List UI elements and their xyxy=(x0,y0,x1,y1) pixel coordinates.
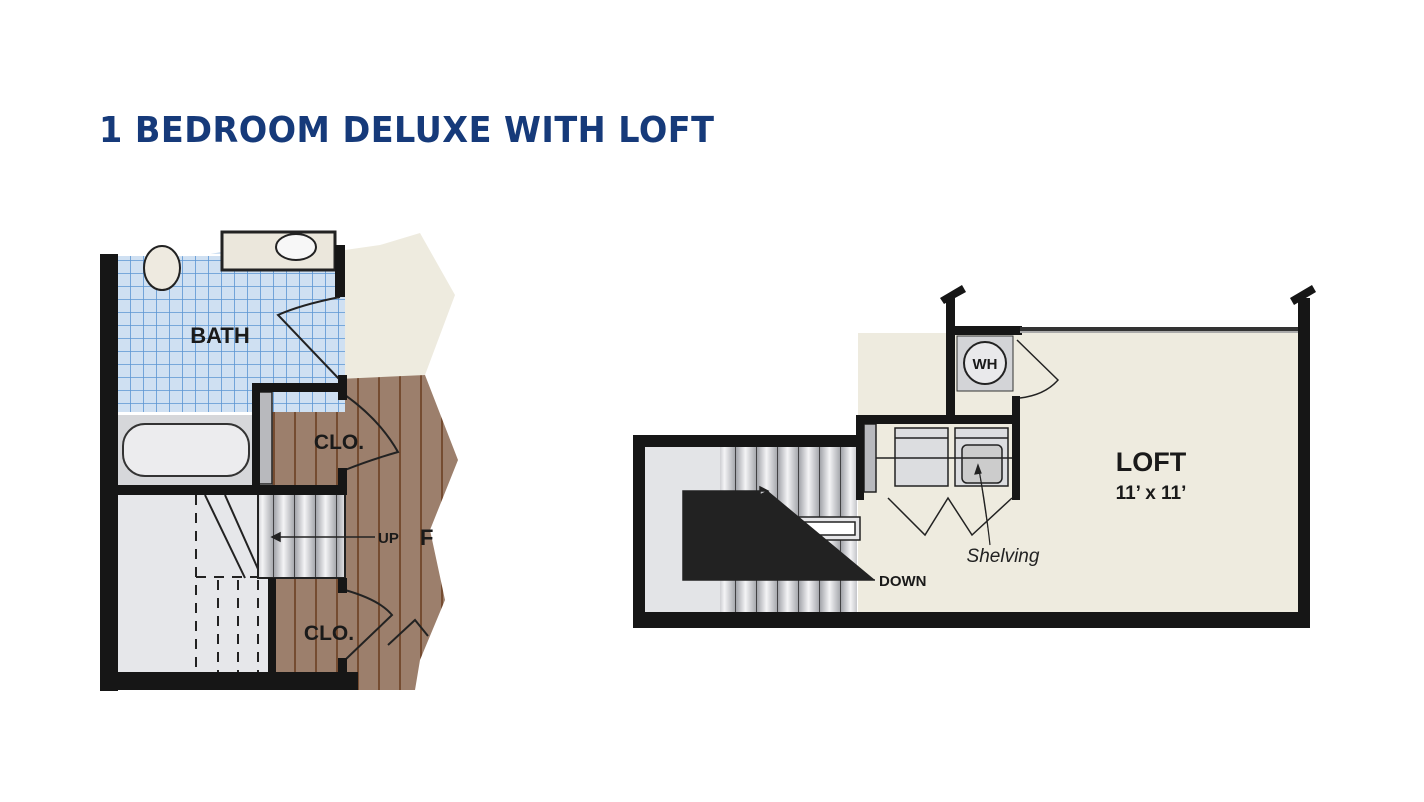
partial-room-label: F xyxy=(420,525,433,550)
page-title: 1 BEDROOM DELUXE WITH LOFT xyxy=(99,110,715,151)
lower-level-plan: BATH CLO. CLO. UP F xyxy=(100,230,458,691)
hallway-area xyxy=(345,233,455,380)
shelving-label: Shelving xyxy=(967,546,1040,567)
appliance-line xyxy=(876,437,1015,459)
stairs-up-label: UP xyxy=(378,530,399,547)
lower-walls xyxy=(100,245,358,691)
stairs-down-label: DOWN xyxy=(879,573,927,590)
closet-shelf xyxy=(257,391,273,485)
closet-bifold-doors xyxy=(887,496,1013,537)
bath-door-swing xyxy=(276,296,341,381)
bath-floor xyxy=(118,250,345,412)
closet2-door-swing xyxy=(344,589,429,661)
closet-shelf-left xyxy=(863,423,877,493)
closet1-label: CLO. xyxy=(314,431,364,454)
shelving-leader xyxy=(974,463,991,546)
wh-door-swing xyxy=(1016,339,1060,399)
loft-label: LOFT xyxy=(1116,447,1187,477)
up-arrow xyxy=(270,531,375,543)
loft-size-label: 11’ x 11’ xyxy=(1116,483,1187,504)
closet1-door-swing xyxy=(344,394,400,471)
sink-icon xyxy=(275,233,317,261)
toilet-icon xyxy=(143,245,181,291)
loft-walls xyxy=(633,285,1316,628)
bath-label: BATH xyxy=(190,323,249,348)
down-arrow xyxy=(682,485,875,581)
stairs-up xyxy=(258,493,345,578)
washer xyxy=(894,427,949,487)
bedroom-wood-floor xyxy=(272,375,458,690)
stair-stringers xyxy=(204,494,263,579)
tub-basin xyxy=(122,423,250,477)
hidden-stair-lines xyxy=(195,495,270,672)
water-heater-icon xyxy=(963,341,1007,385)
closet2-label: CLO. xyxy=(304,622,354,645)
water-heater-label: WH xyxy=(973,356,998,373)
loft-level-plan: LOFT 11’ x 11’ WH Shelving DOWN xyxy=(633,285,1316,628)
dryer-drum xyxy=(961,444,1003,484)
